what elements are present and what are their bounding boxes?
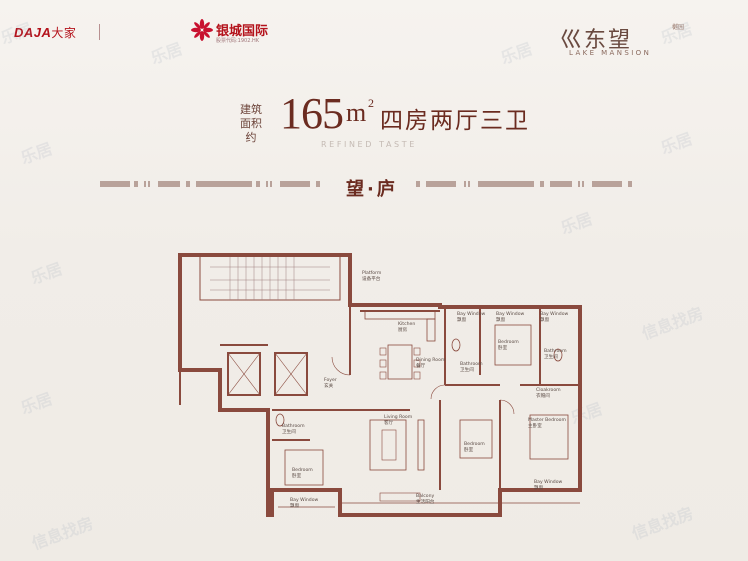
floor-plan — [178, 253, 582, 517]
watermark: 乐居 — [658, 19, 695, 48]
partner-stock-code: 股票代码:1902.HK — [216, 38, 260, 44]
watermark: 乐居 — [148, 39, 185, 68]
right-decoration — [416, 181, 632, 187]
watermark: 乐居 — [18, 389, 55, 418]
watermark: 乐居 — [658, 129, 695, 158]
developer-logo: DAJA大家 — [14, 25, 77, 40]
watermark: 乐居 — [28, 259, 65, 288]
watermark: 信息找房 — [639, 303, 706, 344]
area-value: 165 — [280, 89, 344, 138]
project-title: 巛东望 — [560, 28, 633, 53]
tagline: REFINED TASTE — [321, 140, 417, 149]
logo-divider — [99, 24, 100, 40]
watermark: 乐居 — [0, 19, 35, 48]
style-name: 望·庐 — [346, 179, 398, 200]
watermark: 乐居 — [498, 39, 535, 68]
area-label: 建筑 面积约 — [240, 103, 262, 144]
watermark: 乐居 — [18, 139, 55, 168]
watermark: 信息找房 — [629, 503, 696, 544]
flower-logo-icon — [191, 19, 213, 41]
area-unit-sup: 2 — [368, 96, 374, 110]
layout-type: 四房两厅三卫 — [380, 108, 530, 134]
project-subtitle: LAKE MANSION — [569, 49, 652, 57]
partner-name: 银城国际 — [216, 24, 269, 39]
area-unit: m — [346, 98, 367, 127]
left-decoration — [100, 181, 320, 187]
watermark: 乐居 — [558, 209, 595, 238]
watermark: 信息找房 — [29, 513, 96, 554]
project-tag: 樾园 — [672, 24, 685, 31]
